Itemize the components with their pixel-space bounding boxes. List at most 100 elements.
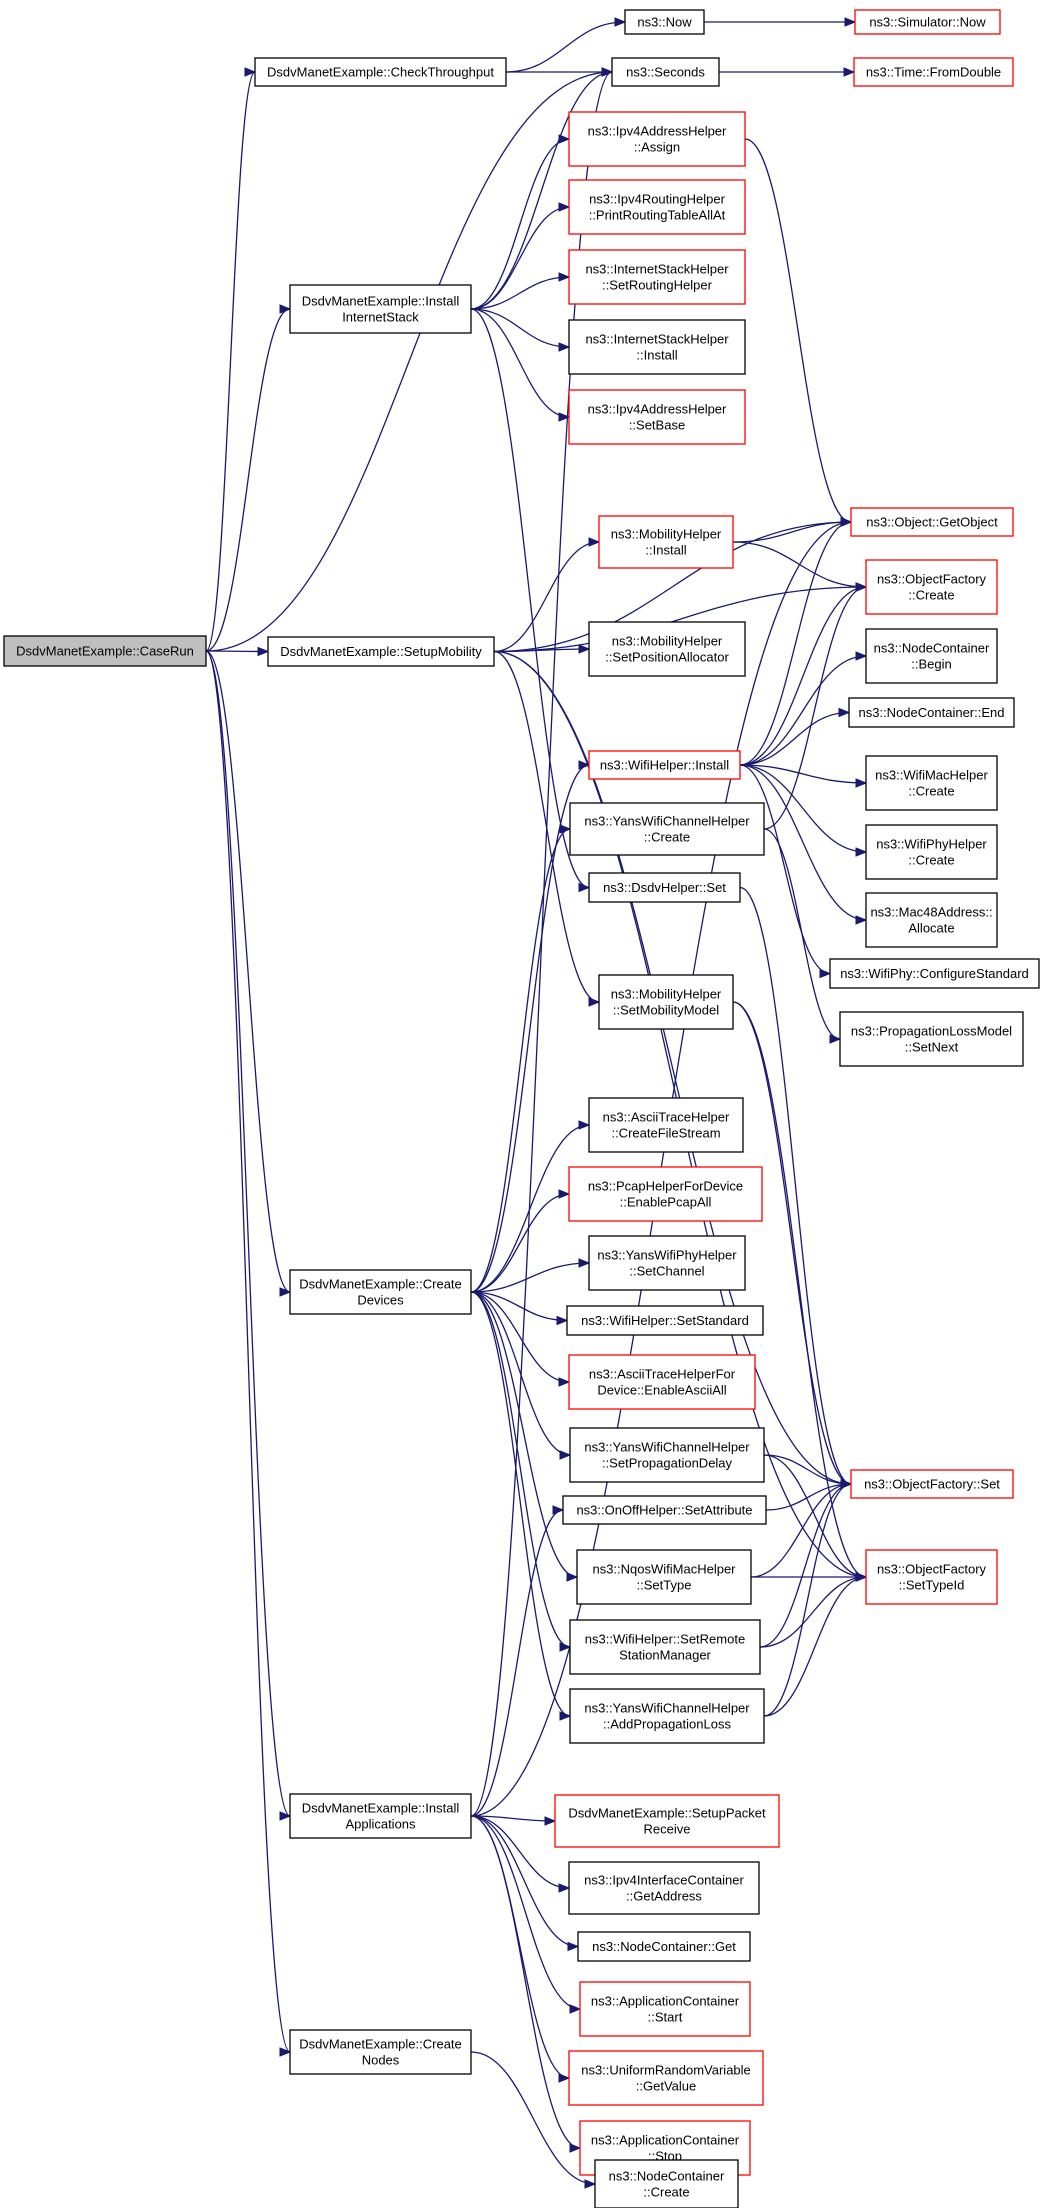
node-box-getobject[interactable] [850,507,1014,537]
node-wifiinstall[interactable]: ns3::WifiHelper::Install [588,750,741,780]
node-box-nqossettype[interactable] [576,1549,752,1605]
node-simnow[interactable]: ns3::Simulator::Now [854,9,1001,35]
arrowhead-installapps-to-appstop [569,2143,582,2153]
node-box-setpropdelay[interactable] [569,1427,765,1483]
node-box-addproploss[interactable] [569,1688,765,1744]
node-box-appstart[interactable] [579,1981,751,2037]
node-box-setbase[interactable] [568,389,746,445]
node-ncend[interactable]: ns3::NodeContainer::End [848,697,1015,728]
node-ipv4assign[interactable]: ns3::Ipv4AddressHelper::Assign [568,111,746,167]
node-box-wifimaccreate[interactable] [865,755,998,811]
node-addproploss[interactable]: ns3::YansWifiChannelHelper::AddPropagati… [569,1688,765,1744]
node-box-setstandard[interactable] [566,1305,764,1336]
node-setposalloc[interactable]: ns3::MobilityHelper::SetPositionAllocato… [588,621,746,677]
node-box-wifiphycreate[interactable] [865,824,998,880]
node-ofcreate[interactable]: ns3::ObjectFactory::Create [865,559,998,615]
node-seconds[interactable]: ns3::Seconds [611,57,720,87]
node-box-onoffset[interactable] [562,1495,767,1525]
node-box-configstd[interactable] [829,958,1040,989]
node-getvalue[interactable]: ns3::UniformRandomVariable::GetValue [568,2050,764,2106]
node-box-ofset[interactable] [850,1469,1014,1499]
node-box-createfilestream[interactable] [588,1097,744,1153]
node-box-mobinstall[interactable] [598,515,734,569]
node-wifimaccreate[interactable]: ns3::WifiMacHelper::Create [865,755,998,811]
node-box-yanschcreate[interactable] [569,802,765,856]
node-box-ipv4assign[interactable] [568,111,746,167]
node-box-inetinstall[interactable] [568,319,746,375]
node-box-ncbegin[interactable] [865,628,998,684]
node-box-setuppacket[interactable] [554,1794,780,1848]
node-getobject[interactable]: ns3::Object::GetObject [850,507,1014,537]
node-box-simnow[interactable] [854,9,1001,35]
node-box-printrouting[interactable] [568,179,746,235]
node-wifiphycreate[interactable]: ns3::WifiPhyHelper::Create [865,824,998,880]
node-box-nccreate[interactable] [594,2159,739,2208]
node-setstandard[interactable]: ns3::WifiHelper::SetStandard [566,1305,764,1336]
node-box-installapps[interactable] [289,1793,472,1839]
node-yanschcreate[interactable]: ns3::YansWifiChannelHelper::Create [569,802,765,856]
node-setrouting[interactable]: ns3::InternetStackHelper::SetRoutingHelp… [568,249,746,305]
node-box-installinternet[interactable] [289,284,472,334]
node-dsdvset[interactable]: ns3::DsdvHelper::Set [588,872,741,903]
node-inetinstall[interactable]: ns3::InternetStackHelper::Install [568,319,746,375]
node-ofset[interactable]: ns3::ObjectFactory::Set [850,1469,1014,1499]
node-box-wifiinstall[interactable] [588,750,741,780]
node-proplossnext[interactable]: ns3::PropagationLossModel::SetNext [839,1011,1024,1067]
node-box-setremote[interactable] [569,1619,761,1675]
node-box-createnodes[interactable] [289,2029,472,2075]
node-box-seconds[interactable] [611,57,720,87]
node-onoffset[interactable]: ns3::OnOffHelper::SetAttribute [562,1495,767,1525]
node-label-enableascii-line-0: ns3::AsciiTraceHelperFor [589,1367,736,1382]
node-box-fromdouble[interactable] [853,57,1014,87]
node-box-proplossnext[interactable] [839,1011,1024,1067]
node-configstd[interactable]: ns3::WifiPhy::ConfigureStandard [829,958,1040,989]
node-checkthroughput[interactable]: DsdvManetExample::CheckThroughput [254,57,507,87]
node-box-setupmobility[interactable] [267,636,495,667]
node-mobinstall[interactable]: ns3::MobilityHelper::Install [598,515,734,569]
node-box-ncget[interactable] [577,1931,751,1962]
node-ncget[interactable]: ns3::NodeContainer::Get [577,1931,751,1962]
node-box-now[interactable] [624,9,705,35]
node-enableascii[interactable]: ns3::AsciiTraceHelperForDevice::EnableAs… [568,1354,756,1410]
node-box-setchannel[interactable] [588,1235,746,1291]
node-mac48[interactable]: ns3::Mac48Address::Allocate [865,892,998,948]
node-setbase[interactable]: ns3::Ipv4AddressHelper::SetBase [568,389,746,445]
node-box-ofsettypeid[interactable] [865,1549,998,1605]
node-getaddress[interactable]: ns3::Ipv4InterfaceContainer::GetAddress [568,1861,760,1915]
node-nccreate[interactable]: ns3::NodeContainer::Create [594,2159,739,2208]
node-ncbegin[interactable]: ns3::NodeContainer::Begin [865,628,998,684]
node-setchannel[interactable]: ns3::YansWifiPhyHelper::SetChannel [588,1235,746,1291]
node-box-mac48[interactable] [865,892,998,948]
node-box-checkthroughput[interactable] [254,57,507,87]
node-now[interactable]: ns3::Now [624,9,705,35]
node-box-caserun[interactable] [3,635,207,667]
node-fromdouble[interactable]: ns3::Time::FromDouble [853,57,1014,87]
node-setmobmodel[interactable]: ns3::MobilityHelper::SetMobilityModel [598,974,734,1030]
node-nqossettype[interactable]: ns3::NqosWifiMacHelper::SetType [576,1549,752,1605]
node-box-setrouting[interactable] [568,249,746,305]
node-printrouting[interactable]: ns3::Ipv4RoutingHelper::PrintRoutingTabl… [568,179,746,235]
node-box-ncend[interactable] [848,697,1015,728]
node-setupmobility[interactable]: DsdvManetExample::SetupMobility [267,636,495,667]
node-ofsettypeid[interactable]: ns3::ObjectFactory::SetTypeId [865,1549,998,1605]
node-box-ofcreate[interactable] [865,559,998,615]
node-caserun[interactable]: DsdvManetExample::CaseRun [3,635,207,667]
node-box-dsdvset[interactable] [588,872,741,903]
node-box-setposalloc[interactable] [588,621,746,677]
node-box-enablepcap[interactable] [568,1166,763,1222]
node-enablepcap[interactable]: ns3::PcapHelperForDevice::EnablePcapAll [568,1166,763,1222]
node-createfilestream[interactable]: ns3::AsciiTraceHelper::CreateFileStream [588,1097,744,1153]
node-box-getvalue[interactable] [568,2050,764,2106]
node-setpropdelay[interactable]: ns3::YansWifiChannelHelper::SetPropagati… [569,1427,765,1483]
node-appstart[interactable]: ns3::ApplicationContainer::Start [579,1981,751,2037]
node-box-createdevices[interactable] [289,1269,472,1315]
node-box-setmobmodel[interactable] [598,974,734,1030]
node-box-enableascii[interactable] [568,1354,756,1410]
node-box-getaddress[interactable] [568,1861,760,1915]
